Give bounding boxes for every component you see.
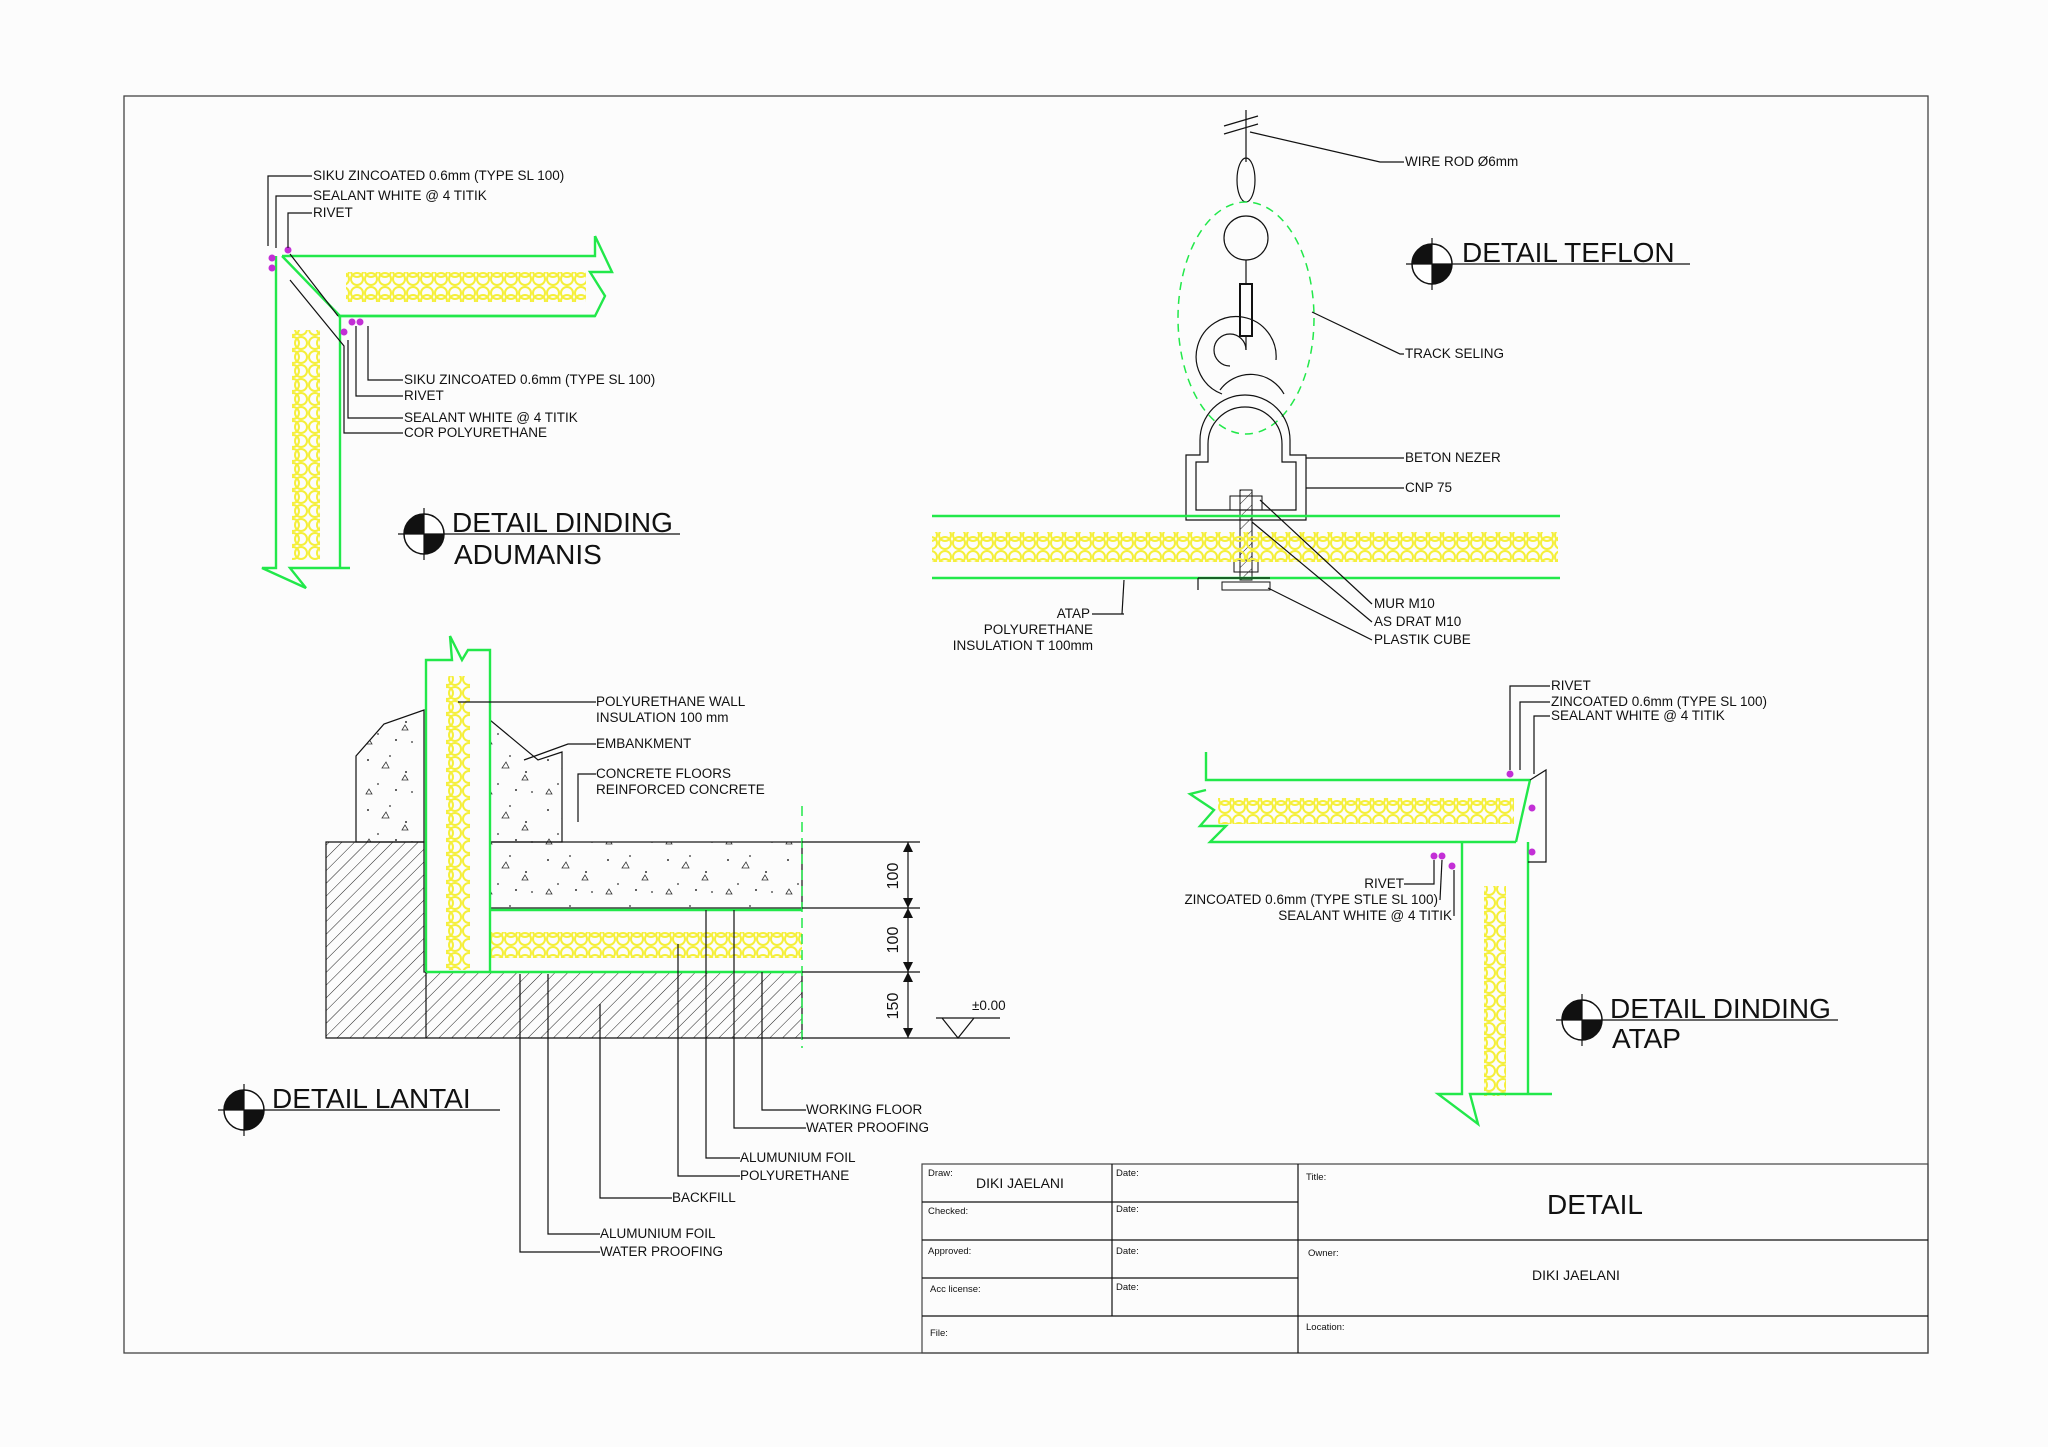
lantai-title: DETAIL LANTAI — [272, 1083, 471, 1114]
lantai-label-pu-insulation: INSULATION 100 mm — [596, 710, 729, 725]
adumanis-label-siku-top: SIKU ZINCOATED 0.6mm (TYPE SL 100) — [313, 168, 564, 183]
teflon-label-cnp: CNP 75 — [1405, 480, 1452, 495]
teflon-label-as-drat: AS DRAT M10 — [1374, 614, 1461, 629]
adumanis-label-rivet-mid: RIVET — [404, 388, 444, 403]
tb-owner-label: Owner: — [1308, 1248, 1339, 1259]
detail-lantai: 100 100 150 ±0.00 POLYURETHANE WALL INSU… — [218, 635, 1010, 1259]
detail-dinding-atap: RIVET ZINCOATED 0.6mm (TYPE SL 100) SEAL… — [1184, 678, 1838, 1128]
adumanis-subtitle: ADUMANIS — [454, 539, 602, 570]
tb-date-3: Date: — [1116, 1246, 1139, 1257]
lantai-label-polyurethane: POLYURETHANE — [740, 1168, 849, 1183]
atap-title: DETAIL DINDING — [1610, 993, 1831, 1024]
lantai-label-embankment: EMBANKMENT — [596, 736, 691, 751]
tb-date-1: Date: — [1116, 1168, 1139, 1179]
atap-label-zincoated-top: ZINCOATED 0.6mm (TYPE SL 100) — [1551, 694, 1767, 709]
adumanis-label-sealant-mid: SEALANT WHITE @ 4 TITIK — [404, 410, 578, 425]
tb-file-label: File: — [930, 1328, 948, 1339]
teflon-roof-insulation — [932, 532, 1558, 562]
lantai-label-concrete: CONCRETE FLOORS — [596, 766, 731, 781]
atap-subtitle: ATAP — [1612, 1023, 1681, 1054]
atap-label-rivet-top: RIVET — [1551, 678, 1591, 693]
lantai-label-pu-wall: POLYURETHANE WALL — [596, 694, 746, 709]
tb-title-value: DETAIL — [1547, 1189, 1643, 1220]
adumanis-title: DETAIL DINDING — [452, 507, 673, 538]
atap-label-rivet-mid: RIVET — [1364, 876, 1404, 891]
tb-checked-label: Checked: — [928, 1206, 968, 1217]
atap-label-sealant-mid: SEALANT WHITE @ 4 TITIK — [1278, 908, 1452, 923]
teflon-label-insulation: INSULATION T 100mm — [953, 638, 1093, 653]
lantai-label-water-proofing-2: WATER PROOFING — [600, 1244, 723, 1259]
atap-title-symbol — [1556, 994, 1838, 1046]
teflon-title: DETAIL TEFLON — [1462, 237, 1675, 268]
atap-label-sealant-top: SEALANT WHITE @ 4 TITIK — [1551, 708, 1725, 723]
tb-approved-label: Approved: — [928, 1246, 971, 1257]
dim-150: 150 — [885, 993, 902, 1020]
tb-acc-label: Acc license: — [930, 1284, 981, 1295]
adumanis-h-insulation — [346, 272, 586, 302]
lantai-title-symbol — [218, 1084, 500, 1136]
detail-teflon: WIRE ROD Ø6mm TRACK SELING BETON NEZER C… — [932, 110, 1690, 653]
teflon-label-plastik: PLASTIK CUBE — [1374, 632, 1471, 647]
teflon-label-atap: ATAP — [1057, 606, 1090, 621]
tb-date-2: Date: — [1116, 1204, 1139, 1215]
teflon-label-track: TRACK SELING — [1405, 346, 1504, 361]
adumanis-label-siku-mid: SIKU ZINCOATED 0.6mm (TYPE SL 100) — [404, 372, 655, 387]
tb-date-4: Date: — [1116, 1282, 1139, 1293]
tb-title-label: Title: — [1306, 1172, 1326, 1183]
level-marker: ±0.00 — [972, 998, 1006, 1013]
adumanis-title-symbol — [398, 508, 680, 560]
tb-location-label: Location: — [1306, 1322, 1345, 1333]
lantai-label-alumunium-1: ALUMUNIUM FOIL — [740, 1150, 856, 1165]
tb-owner-value: DIKI JAELANI — [1532, 1267, 1620, 1283]
dim-100-mid: 100 — [885, 927, 902, 954]
teflon-label-beton: BETON NEZER — [1405, 450, 1501, 465]
tb-draw-value: DIKI JAELANI — [976, 1175, 1064, 1191]
adumanis-label-rivet-top: RIVET — [313, 205, 353, 220]
adumanis-v-insulation — [292, 330, 320, 560]
lantai-label-alumunium-2: ALUMUNIUM FOIL — [600, 1226, 716, 1241]
teflon-label-polyurethane: POLYURETHANE — [984, 622, 1093, 637]
teflon-label-wire: WIRE ROD Ø6mm — [1405, 154, 1518, 169]
teflon-label-mur: MUR M10 — [1374, 596, 1435, 611]
title-block: Draw: DIKI JAELANI Checked: Approved: Ac… — [921, 1163, 1929, 1354]
dim-100-top: 100 — [885, 863, 902, 890]
detail-dinding-adumanis: SIKU ZINCOATED 0.6mm (TYPE SL 100) SEALA… — [261, 168, 680, 590]
lantai-label-water-proofing-1: WATER PROOFING — [806, 1120, 929, 1135]
adumanis-label-sealant-top: SEALANT WHITE @ 4 TITIK — [313, 188, 487, 203]
teflon-title-symbol — [1406, 238, 1690, 290]
atap-label-zincoated-mid: ZINCOATED 0.6mm (TYPE STLE SL 100) — [1184, 892, 1438, 907]
tb-draw-label: Draw: — [928, 1168, 953, 1179]
adumanis-v-panel — [261, 256, 350, 590]
lantai-label-working-floor: WORKING FLOOR — [806, 1102, 923, 1117]
lantai-label-backfill: BACKFILL — [672, 1190, 736, 1205]
adumanis-label-cor: COR POLYURETHANE — [404, 425, 547, 440]
lantai-label-reinforced: REINFORCED CONCRETE — [596, 782, 765, 797]
